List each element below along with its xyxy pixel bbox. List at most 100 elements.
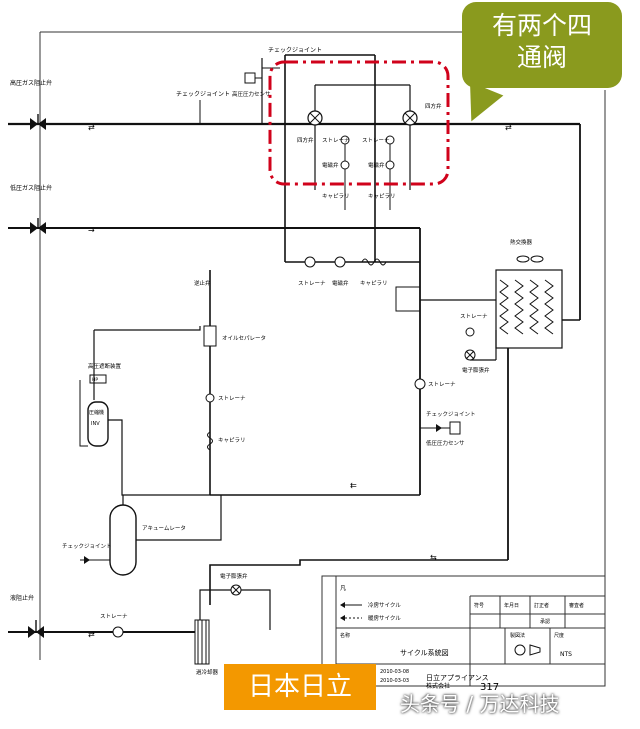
flow-arrow: ⇇ — [350, 481, 357, 490]
label-compressor: 圧縮機 — [89, 409, 104, 416]
tb-col-3: 訂正者 — [534, 602, 549, 609]
strainer-icon — [385, 135, 395, 145]
compressor-return — [79, 380, 88, 447]
flow-arrow: → — [88, 226, 95, 235]
flow-arrow: ⇆ — [430, 553, 437, 562]
compressor-icon — [87, 401, 109, 447]
strainer-icon — [340, 135, 350, 145]
shutoff-valve-liquid — [28, 620, 44, 638]
strainer-icon — [304, 256, 316, 268]
label-accumulator: アキュームレータ — [142, 524, 186, 532]
flow-arrow: ⇄ — [88, 123, 95, 132]
tb-col-1: 符号 — [474, 602, 484, 609]
solenoid-icon — [334, 256, 346, 268]
label-strainer: ストレーナ — [322, 137, 350, 144]
label-hps: HP — [92, 377, 98, 383]
callout-bubble: 有两个四 通阀 — [462, 2, 622, 88]
flow-arrow: ⇄ — [505, 123, 512, 132]
strainer-icon — [414, 378, 426, 390]
accumulator-icon — [109, 504, 137, 576]
strainer-icon — [205, 393, 215, 403]
label-hp-sensor: 高圧圧力センサ — [232, 90, 271, 98]
label-subcooler: 過冷却器 — [196, 668, 219, 676]
legend-heat: 暖房サイクル — [368, 614, 401, 622]
junction-box — [395, 286, 421, 312]
watermark: 头条号 / 万达科技 — [400, 692, 560, 716]
tb-row2: 承認 — [540, 618, 550, 625]
tb-company: 日立アプライアンス — [426, 673, 489, 682]
label-strainer: ストレーナ — [362, 137, 390, 144]
label-four-way-left: 四方弁 — [297, 136, 314, 144]
tb-name-header: 名称 — [340, 632, 350, 639]
subcooler-icon — [194, 619, 210, 665]
four-way-valve-network — [284, 54, 421, 495]
label-inv: INV — [91, 421, 100, 427]
tb-company2: 株式会社 — [426, 682, 450, 690]
label-check-valve: 逆止弁 — [194, 279, 211, 287]
legend-label: 凡 — [340, 585, 346, 592]
label-strainer-liquid: ストレーナ — [100, 613, 128, 620]
flow-arrow: ⇄ — [88, 630, 95, 639]
tb-num: 317 — [480, 682, 499, 693]
capillary-icon — [361, 258, 387, 266]
check-joint-icon — [84, 556, 90, 564]
hp-switch-icon — [89, 374, 107, 384]
label-capillary-comp: キャピラリ — [218, 437, 246, 444]
label-capillary: キャピラリ — [368, 193, 396, 200]
tb-scale: NTS — [560, 651, 572, 658]
fan-icon — [516, 255, 544, 263]
label-heat-exchanger: 熱交換器 — [510, 238, 533, 246]
solenoid-icon — [340, 160, 350, 170]
shutoff-valve-lp — [30, 218, 46, 234]
label-oil-sep: オイルセパレータ — [222, 334, 266, 342]
label-solenoid: 電磁弁 — [368, 161, 385, 169]
accumulator-pipe — [108, 419, 210, 496]
label-strainer-right2: ストレーナ — [428, 381, 456, 388]
label-solenoid-mid: 電磁弁 — [332, 279, 349, 287]
lp-sensor-icon — [449, 421, 461, 435]
four-way-valve-left — [307, 110, 323, 126]
heat-exchanger-icon — [495, 269, 563, 349]
oil-separator-icon — [203, 325, 217, 347]
label-liquid-valve: 液阻止弁 — [10, 594, 34, 602]
tb-date1: 2010-03-08 — [380, 669, 409, 675]
four-way-valve-right — [402, 110, 418, 126]
label-check-joint-4: チェックジョイント — [62, 543, 112, 550]
label-check-joint: チェックジョイント — [268, 47, 322, 54]
tb-date2: 2010-03-03 — [380, 678, 409, 684]
brand-label: 日本日立 — [224, 664, 376, 710]
label-check-joint-2: チェックジョイント — [176, 91, 230, 98]
callout-line2: 通阀 — [516, 43, 567, 72]
label-check-joint-3: チェックジョイント — [426, 411, 476, 418]
label-strainer-right: ストレーナ — [460, 313, 488, 320]
tb-col-4: 審査者 — [569, 602, 584, 609]
compressor-pipe — [94, 326, 201, 331]
projection-symbol-icon — [514, 644, 541, 656]
strainer-icon — [465, 327, 475, 337]
label-ev-bottom: 電子膨張弁 — [220, 572, 248, 580]
capillary-icon — [207, 431, 213, 451]
label-strainer-mid: ストレーナ — [298, 280, 326, 287]
strainer-icon — [112, 626, 124, 638]
callout-line1: 有两个四 — [491, 11, 592, 40]
check-joint-top — [244, 58, 280, 124]
solenoid-icon — [385, 160, 395, 170]
legend-cool: 冷房サイクル — [368, 601, 401, 609]
tb-col-2: 年月日 — [504, 602, 519, 609]
label-lp-sensor: 低圧圧力センサ — [426, 439, 465, 447]
four-way-highlight — [268, 60, 450, 186]
label-capillary: キャピラリ — [322, 193, 350, 200]
label-lp-gas-valve: 低圧ガス阻止弁 — [10, 184, 52, 192]
accum-suction — [136, 495, 222, 541]
check-joint-icon — [436, 424, 442, 432]
label-hp-gas-valve: 高圧ガス阻止弁 — [10, 79, 52, 87]
shutoff-valve-hp — [30, 114, 46, 130]
label-four-way-right: 四方弁 — [425, 102, 442, 110]
liquid-return — [209, 559, 508, 605]
label-capillary-mid: キャピラリ — [360, 280, 388, 287]
label-solenoid: 電磁弁 — [322, 161, 339, 169]
label-strainer-comp: ストレーナ — [218, 395, 246, 402]
label-hp-switch: 高圧遮断装置 — [88, 362, 122, 370]
